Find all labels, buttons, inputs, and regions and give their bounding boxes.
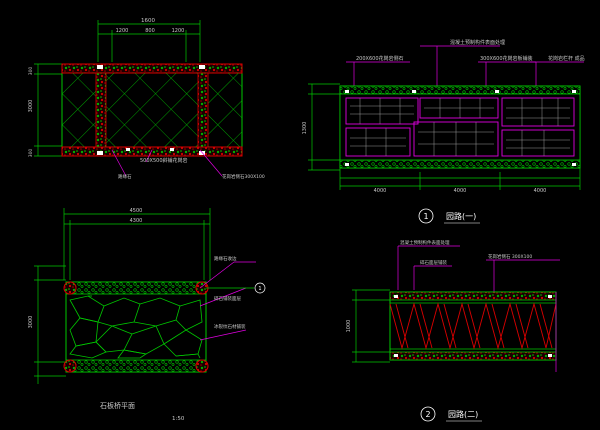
plan-bottom-callout-circle <box>254 282 266 294</box>
plan-top-label-edge: 花岗岩侧石300X100 <box>222 173 265 180</box>
section-1-bottom-dim-3: 4000 <box>534 188 547 194</box>
plan-bottom-ice-crack-paving <box>69 295 203 359</box>
section-2-left-dimensions <box>352 289 390 363</box>
section-2-left-dim-3: 1000 <box>346 320 352 333</box>
plan-top-post-right <box>197 72 209 148</box>
section-1-left-dimensions <box>308 83 340 171</box>
section-1-label-rail: 花岗岩栏杆 成品 <box>548 55 585 62</box>
plan-top-dim-part-3: 1200 <box>172 28 185 34</box>
section-1-bottom-dim-2: 4000 <box>454 188 467 194</box>
section-1-infill-pattern <box>350 98 570 156</box>
section-2-label-top: 混凝土预制构件表面处理 <box>400 239 450 246</box>
section-2-leaders <box>397 245 560 292</box>
plan-bottom-left-dim-3: 3000 <box>28 316 34 329</box>
plan-bottom-callout: 1 <box>258 286 261 292</box>
section-1-bottom-dim-1: 4000 <box>374 188 387 194</box>
plan-bottom-view: 4500 4300 3000 <box>28 208 266 422</box>
plan-top-post-left <box>95 72 107 148</box>
plan-bottom-left-dimensions <box>34 265 66 384</box>
section-2-bottom-edge <box>389 351 557 361</box>
plan-bottom-scale: 1:50 <box>172 416 185 422</box>
plan-top-dim-part-2: 800 <box>145 28 155 34</box>
plan-bottom-dim-total: 4500 <box>130 208 143 214</box>
section-2-label-gravel: 碎石面层铺装 <box>420 259 447 266</box>
plan-bottom-label-1: 路缘石收边 <box>214 255 237 262</box>
plan-top-label-tile: 500X500斜铺花岗岩 <box>140 157 188 164</box>
plan-top-dim-part-1: 1200 <box>116 28 129 34</box>
plan-top-dimensions <box>97 20 201 62</box>
plan-bottom-top-dimensions <box>63 208 211 280</box>
plan-bottom-posts <box>63 281 209 373</box>
section-1-view: 混凝土预制构件表面处理 200X600花岗岩侧石 300X600花岗岩板铺装 花… <box>302 39 585 224</box>
section-2-view: 混凝土预制构件表面处理 碎石面层铺装 花岗岩侧石 300X100 1000 <box>346 239 560 422</box>
section-2-top-edge <box>389 291 557 301</box>
section-1-left-dim-3: 1300 <box>302 122 308 135</box>
section-1-number: 1 <box>423 212 428 221</box>
plan-top-left-dimension-lines <box>34 63 62 157</box>
plan-top-label-curb: 路缘石 <box>118 173 132 180</box>
plan-top-dim-total: 1600 <box>141 18 155 24</box>
section-2-title: 园路(二) <box>448 409 478 419</box>
plan-bottom-gravel-bottom <box>65 359 207 373</box>
plan-bottom-gravel-top <box>65 281 207 295</box>
plan-bottom-leaders <box>199 261 256 341</box>
section-1-label-top: 混凝土预制构件表面处理 <box>450 39 505 46</box>
section-2-number: 2 <box>425 410 430 419</box>
plan-top-leaders <box>111 149 223 177</box>
plan-top-left-dim-1: 300 <box>28 67 34 76</box>
section-1-leaders <box>346 45 584 92</box>
plan-top-edge-band-bottom <box>61 146 243 157</box>
plan-bottom-dim-sub: 4300 <box>130 218 143 224</box>
section-1-number-circle <box>418 208 434 224</box>
plan-top-left-dim-4: 300 <box>28 149 34 158</box>
plan-top-diamond-paving <box>62 73 242 147</box>
plan-top-left-dim-3: 3000 <box>28 100 34 113</box>
section-2-number-circle <box>420 406 436 422</box>
section-2-zigzag-infill <box>389 302 557 350</box>
section-1-label-stone-edge: 200X600花岗岩侧石 <box>356 55 404 62</box>
plan-bottom-title: 石板桥平面 <box>100 401 135 410</box>
section-1-bottom-edge <box>339 159 581 169</box>
section-1-label-paving: 300X600花岗岩板铺装 <box>480 55 533 62</box>
section-1-title: 园路(一) <box>446 211 476 221</box>
section-1-top-edge <box>339 85 581 95</box>
plan-bottom-label-2: 碎石铺装面层 <box>214 295 241 302</box>
section-2-label-edge: 花岗岩侧石 300X100 <box>488 253 532 260</box>
plan-top-edge-band-top <box>61 63 243 74</box>
section-1-bottom-dimensions <box>339 168 581 190</box>
plan-top-view: 1600 1200 800 1200 3000 300 300 <box>28 18 265 180</box>
plan-bottom-label-3: 冰裂纹石材铺装 <box>214 323 246 330</box>
